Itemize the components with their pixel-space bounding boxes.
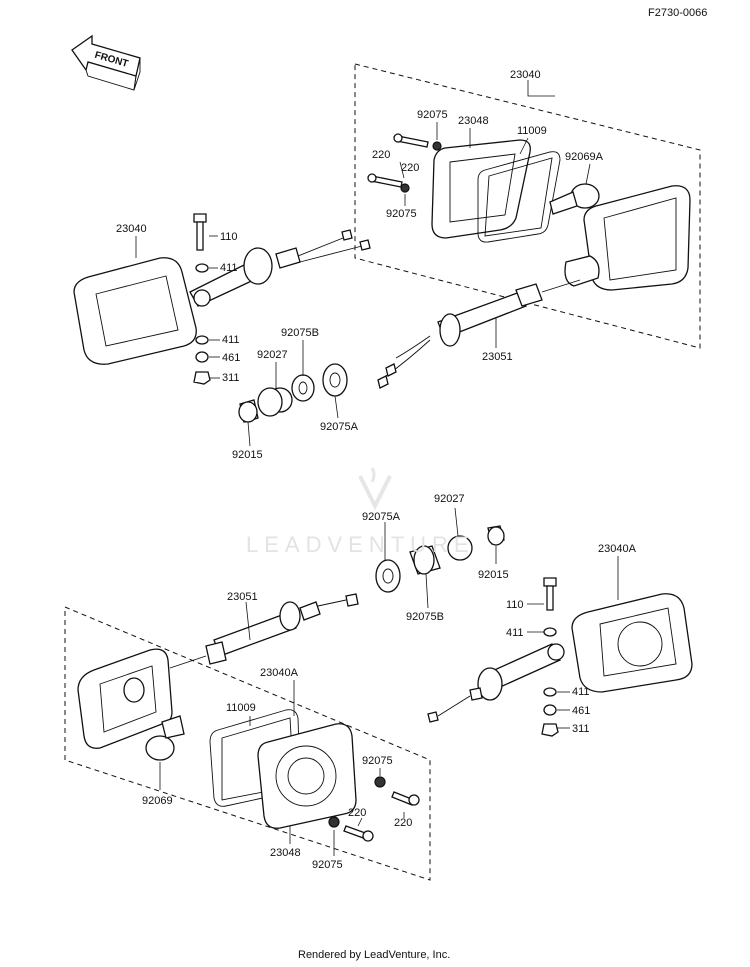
label-411-d: 411 [572,686,590,698]
label-23048-a: 23048 [458,115,489,127]
label-220-d: 220 [394,817,412,829]
label-11009-a: 11009 [517,125,547,137]
label-92075-a: 92075 [417,109,448,121]
label-311-a: 311 [222,372,240,384]
lens-23048-lower [257,723,357,829]
label-23040-top: 23040 [510,69,541,81]
footer-credit: Rendered by LeadVenture, Inc. [298,949,450,961]
washer-411-lower-a [543,627,557,637]
label-461-a: 461 [222,352,240,364]
label-411-b: 411 [222,334,240,346]
label-411-a: 411 [220,262,238,274]
label-23040A-mid: 23040A [260,667,299,679]
label-92027-a: 92027 [257,349,288,361]
watermark-text: LEADVENTURE [246,532,475,557]
label-92015-b: 92015 [478,569,509,581]
bolt-110-upper [193,213,207,251]
label-92075-b: 92075 [386,208,417,220]
label-220-a: 220 [372,149,390,161]
label-23040-left: 23040 [116,223,147,235]
label-220-b: 220 [401,162,419,174]
washer-411-upper-b [195,335,209,345]
label-23051-a: 23051 [482,351,513,363]
leader-lines [135,80,619,856]
label-92075-c: 92075 [362,755,393,767]
nut-311-lower [541,723,559,737]
stem-23040-left [189,229,371,307]
label-23051-b: 23051 [227,591,258,603]
bolt-110-lower [543,577,557,611]
label-411-c: 411 [506,627,524,639]
screw-220-lower-a [391,791,420,806]
stem-23051-lower [169,593,359,669]
grommet-stack-lower [375,525,505,593]
washer-92075-lower-a [374,776,386,788]
bulb-92069A [549,183,600,215]
label-311-b: 311 [572,723,590,735]
washer-461-upper [195,351,209,363]
washer-92075-upper-a [432,141,442,151]
diagram-code: F2730-0066 [648,7,707,19]
screw-220-upper-a [393,133,429,148]
stem-23051-upper [377,279,581,389]
label-92075-d: 92075 [312,859,343,871]
housing-23040A-right [571,593,693,693]
label-110-b: 110 [506,599,524,611]
label-92075A-b: 92075A [362,511,401,523]
label-461-b: 461 [572,705,590,717]
label-220-c: 220 [348,807,366,819]
washer-92075-upper-b [400,183,410,193]
label-92075B-b: 92075B [406,611,444,623]
grommet-stack-upper [238,363,348,423]
label-92069: 92069 [142,795,173,807]
leadventure-watermark: LEADVENTURE [246,467,475,557]
bulb-92069 [145,715,185,761]
housing-23040-upper-right [564,185,691,291]
label-11009-b: 11009 [226,702,256,714]
front-arrow-icon: FRONT [71,34,141,91]
label-23048-b: 23048 [270,847,301,859]
gasket-11009-upper [477,151,561,243]
label-92075A-a: 92075A [320,421,359,433]
panel-outline-upper [354,63,701,349]
label-92027-b: 92027 [434,493,465,505]
nut-311-upper [193,371,211,385]
screw-220-lower-b [343,825,374,842]
label-92075B-a: 92075B [281,327,319,339]
housing-23040A-lower-left [77,648,173,749]
panel-outline-lower [64,606,431,881]
label-92015-a: 92015 [232,449,263,461]
housing-23040-left [73,257,197,365]
label-92069A: 92069A [565,151,604,163]
part-labels: 23040 92075 23048 11009 220 220 92069A 9… [116,69,637,871]
lens-23048-upper [431,139,531,239]
washer-411-lower-b [543,687,557,697]
stem-23040A-right [427,643,565,723]
screw-220-upper-b [367,173,403,188]
label-23040A-right: 23040A [598,543,637,555]
washer-461-lower [543,704,557,716]
washer-411-upper-a [195,263,209,273]
washer-92075-lower-b [328,816,340,828]
label-110-a: 110 [220,231,238,243]
